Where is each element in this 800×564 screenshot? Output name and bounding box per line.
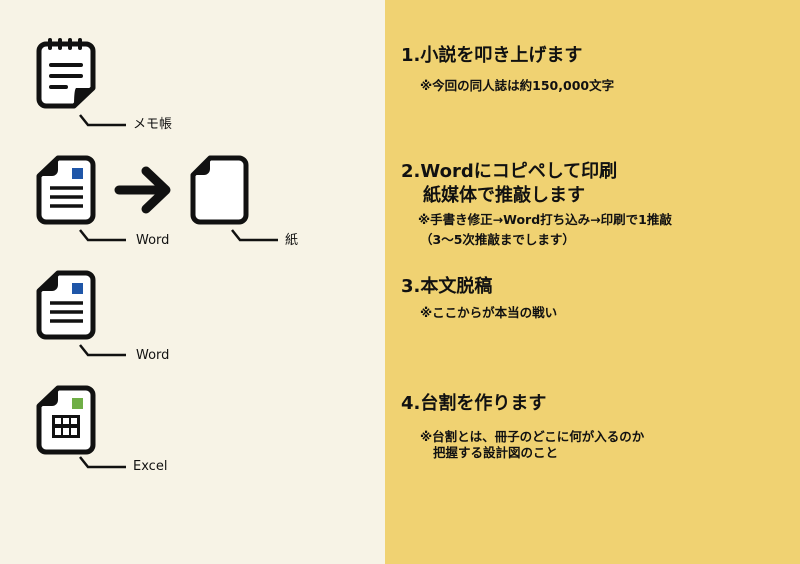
step-3-note: ※ここからが本当の戦い [420, 305, 558, 320]
step-4-note-line2: 把握する設計図のこと [433, 445, 559, 460]
step-1-title: 1.小説を叩き上げます [401, 45, 583, 66]
word-label: Word [136, 348, 170, 363]
leader-line [79, 456, 126, 469]
arrow-right-icon [114, 166, 171, 214]
word-document-icon [36, 270, 96, 340]
step-1-note: ※今回の同人誌は約150,000文字 [420, 78, 615, 93]
leader-line [231, 229, 278, 242]
word-label: Word [136, 233, 170, 248]
word-document-icon [36, 155, 96, 225]
step-2-note-line2: （3～5次推敲までします） [420, 232, 575, 247]
paper-icon [190, 155, 249, 225]
leader-line [79, 344, 126, 357]
paper-label: 紙 [285, 233, 299, 248]
excel-label: Excel [133, 459, 168, 474]
step-4-title: 4.台割を作ります [401, 393, 547, 414]
excel-spreadsheet-icon [36, 385, 96, 455]
leader-line [79, 114, 126, 127]
leader-line [79, 229, 126, 242]
notepad-icon [36, 38, 96, 109]
step-4-note: ※台割とは、冊子のどこに何が入るのか [420, 429, 645, 444]
step-2-title-line2: 紙媒体で推敲します [423, 185, 585, 206]
step-3-title: 3.本文脱稿 [401, 276, 493, 297]
steps-panel: 1.小説を叩き上げます ※今回の同人誌は約150,000文字 2.Wordにコピ… [385, 0, 800, 564]
step-2-title: 2.Wordにコピペして印刷 [401, 161, 618, 182]
step-2-note: ※手書き修正→Word打ち込み→印刷で1推敲 [418, 212, 672, 227]
memo-label: メモ帳 [133, 117, 173, 132]
icon-panel: メモ帳 Word 紙 Word Excel [0, 0, 385, 564]
